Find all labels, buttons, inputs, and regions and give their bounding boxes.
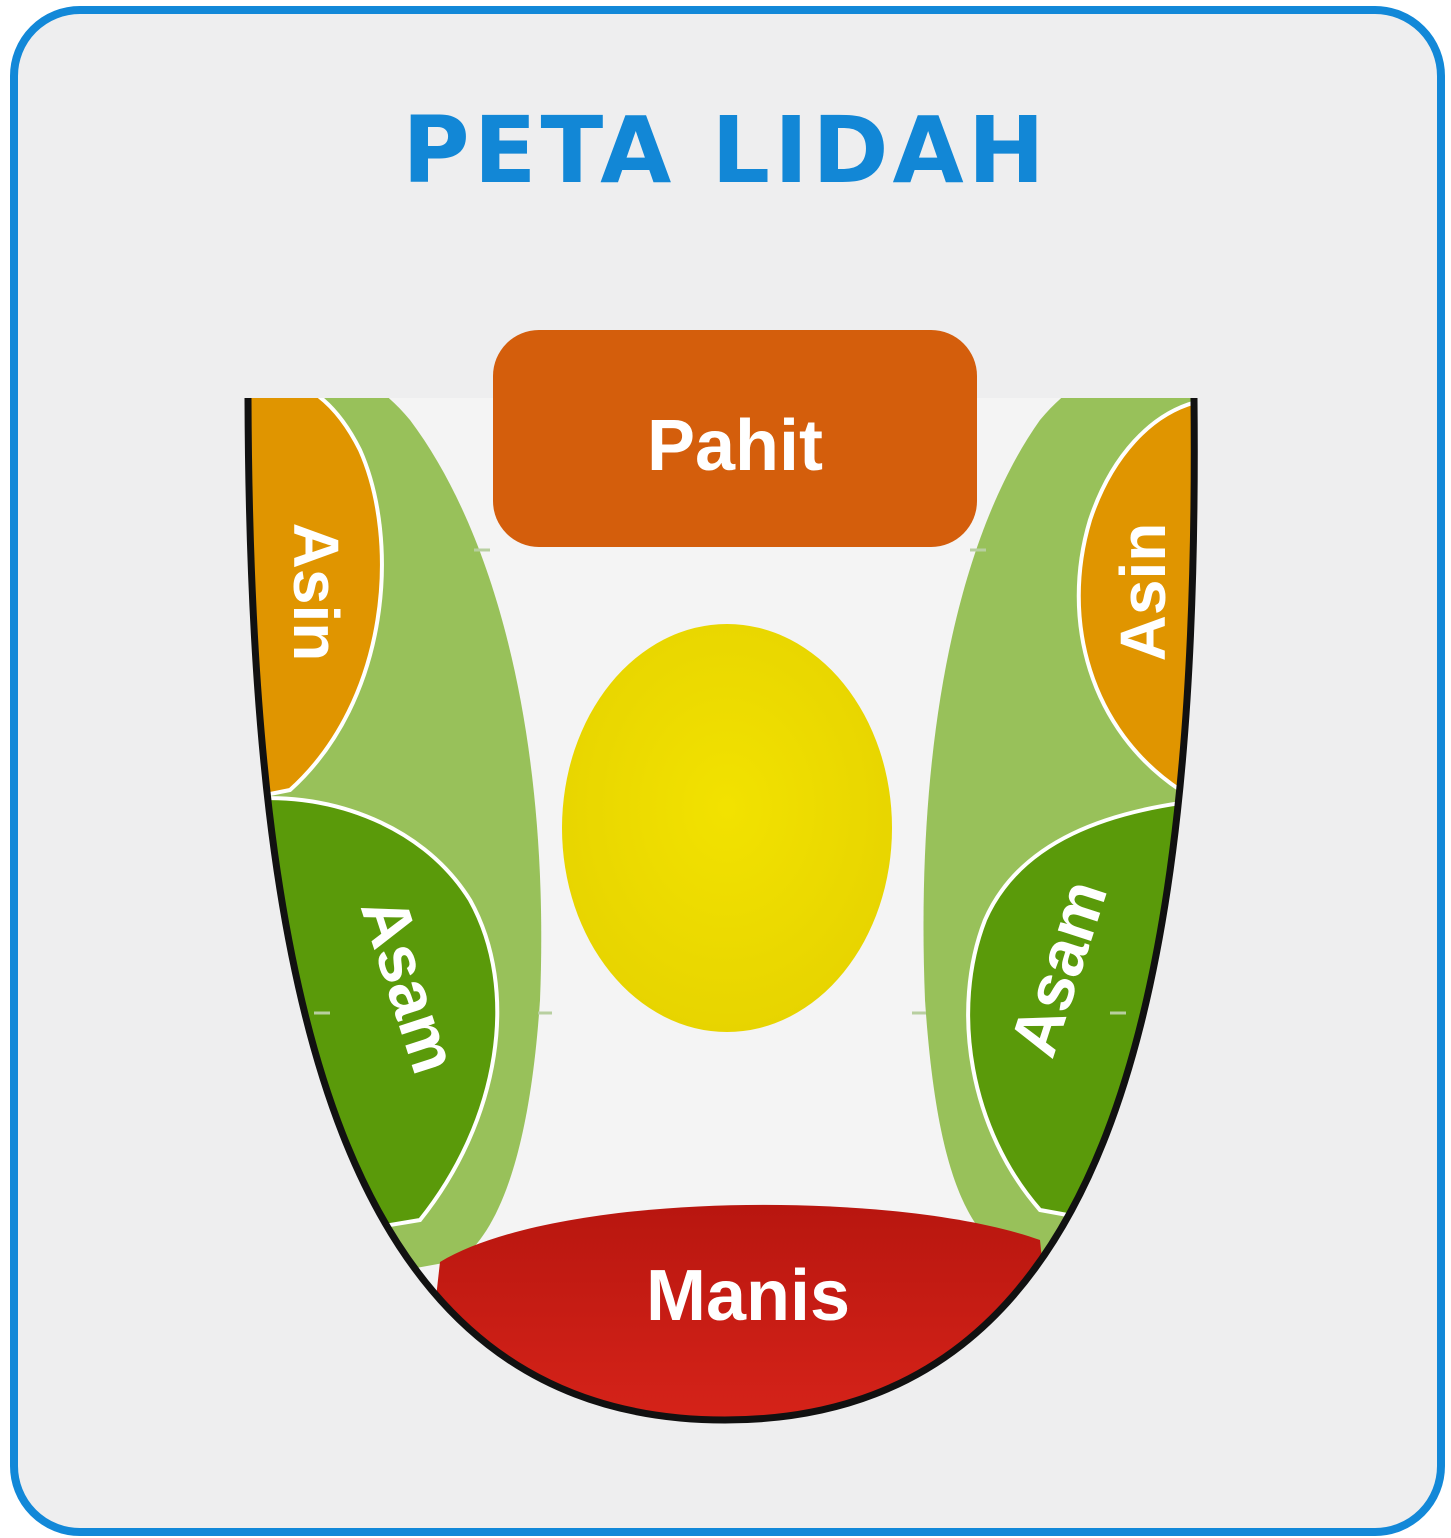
diagram-title: PETA LIDAH <box>402 97 1049 204</box>
salty-zone-left <box>248 398 384 803</box>
center-zone <box>562 624 892 1032</box>
salty-label-left: Asin <box>280 523 352 662</box>
tongue-outline <box>244 397 1198 1424</box>
bitter-zone <box>493 330 977 547</box>
bitter-label: Pahit <box>647 406 823 486</box>
salty-label-right: Asin <box>1107 523 1179 662</box>
salty-zone-right <box>1076 398 1195 803</box>
sweet-label: Manis <box>646 1256 850 1336</box>
